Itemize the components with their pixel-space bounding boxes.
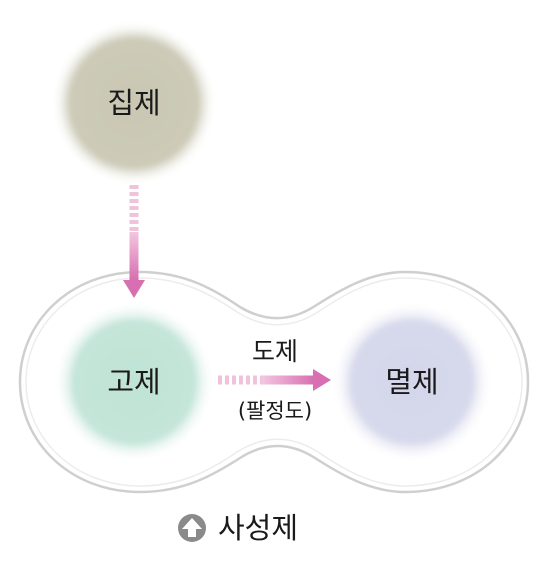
- up-arrow-circle-icon: [178, 514, 206, 542]
- footer-label: 사성제: [218, 511, 298, 545]
- node-myeolje-label: 멸제: [385, 365, 438, 399]
- node-jipje-circle: [52, 21, 216, 185]
- edge-label: 도제: [252, 337, 298, 366]
- arrow-jipje-to-goje: [123, 185, 145, 298]
- arrow-goje-to-myeolje: [218, 369, 331, 391]
- edge-sublabel: (팔정도): [238, 399, 312, 423]
- node-myeolje-circle: [332, 302, 492, 462]
- node-jipje-label: 집제: [107, 86, 160, 120]
- node-goje-label: 고제: [107, 365, 160, 399]
- node-goje-circle: [54, 302, 214, 462]
- enclosure-outline-inner: [25, 277, 523, 487]
